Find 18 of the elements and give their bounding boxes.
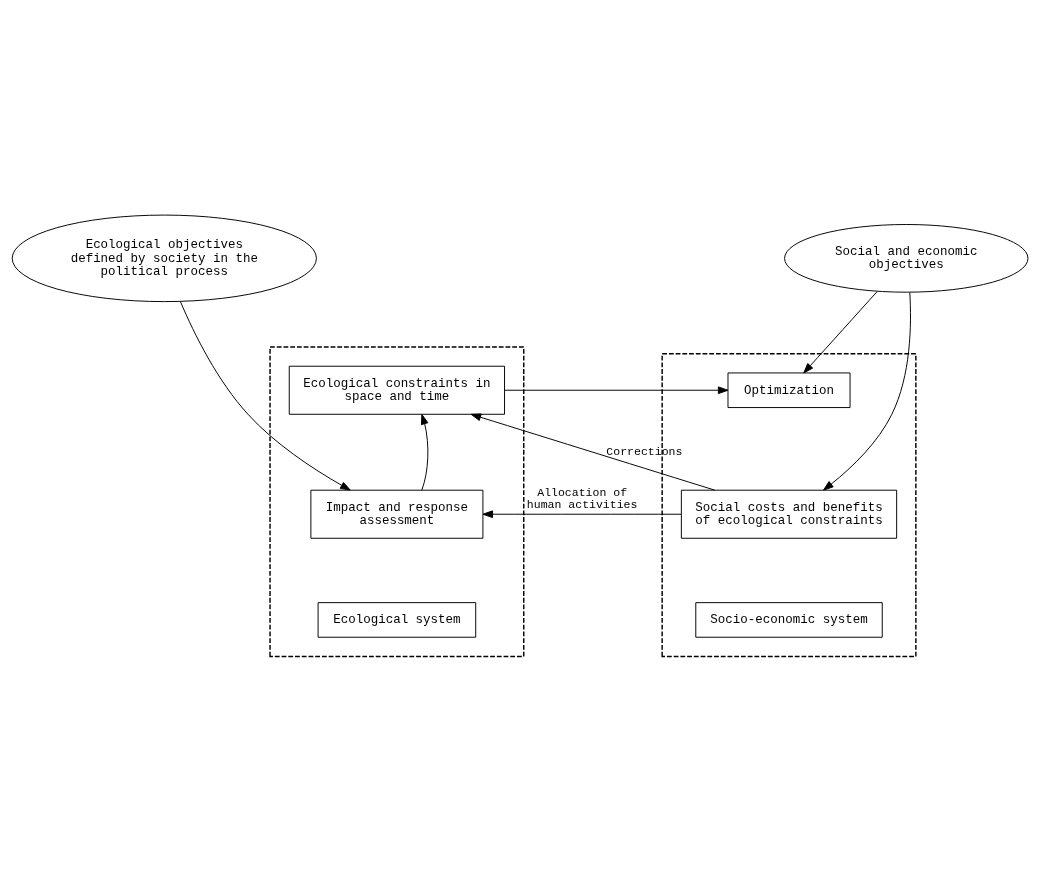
arrow [823, 292, 911, 491]
edge-label: Allocation of human activities [526, 485, 638, 512]
arrow [482, 510, 682, 519]
node-box: Socio-economic system [695, 602, 883, 638]
node-ellipse: Ecological objectives defined by society in the political process [11, 214, 317, 303]
node-box: Impact and response assessment [310, 489, 484, 539]
node-box: Social costs and benefits of ecological constraints [680, 489, 898, 539]
node-box: Optimization [727, 372, 851, 409]
arrow [179, 301, 351, 491]
arrow [803, 290, 878, 374]
edge-label: Corrections [606, 445, 683, 459]
node-box: Ecological system [317, 602, 477, 638]
node-box: Ecological constraints in space and time [288, 365, 506, 415]
arrow [420, 413, 429, 491]
arrow [470, 413, 716, 491]
node-ellipse: Social and economic objectives [784, 224, 1029, 293]
arrow [504, 386, 729, 395]
cluster [269, 346, 525, 658]
